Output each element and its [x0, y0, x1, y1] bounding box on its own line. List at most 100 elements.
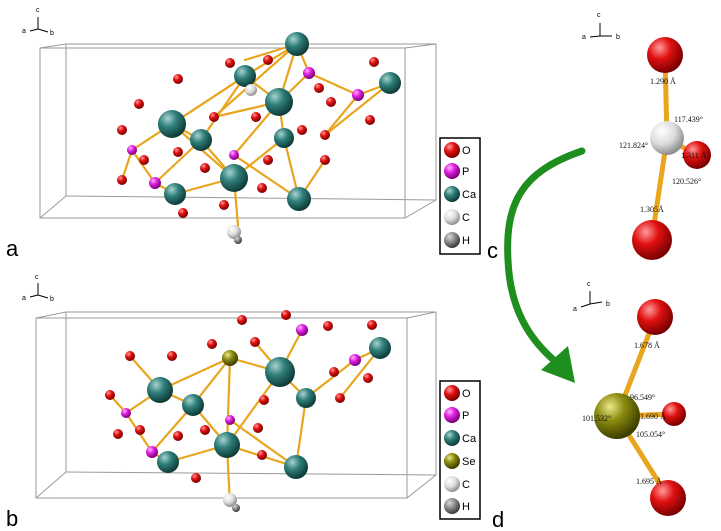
legend-hydrogen-icon: [444, 232, 460, 248]
unit-cell-box-b: [35, 311, 437, 499]
oxygen-atom: [369, 57, 379, 67]
calcium-atom: [285, 32, 309, 56]
oxygen-atom: [251, 112, 261, 122]
legend-hydrogen-icon: [444, 498, 460, 514]
axis-label-a: a: [22, 28, 26, 35]
axis-label-c: c: [35, 274, 39, 281]
calcium-atom: [369, 337, 391, 359]
hydrogen-atom: [232, 504, 240, 512]
oxygen-atom: [105, 390, 115, 400]
panel-d-selenite: c a b 1.678 Å 96.549° 101.532° 1.690 Å 1…: [492, 281, 686, 531]
phosphorus-atom: [349, 354, 361, 366]
bond-angle-label: 121.824°: [619, 141, 648, 150]
phosphorus-atom: [296, 324, 308, 336]
oxygen-atom: [117, 175, 127, 185]
legend-calcium-icon: [444, 430, 460, 446]
oxygen-atom: [191, 473, 201, 483]
axis-triad-d: c a b: [573, 281, 610, 313]
legend-a: O P Ca C H: [439, 137, 481, 255]
selenium-atom: [594, 393, 640, 439]
atoms-a: [117, 32, 401, 244]
carbon-atom: [245, 84, 257, 96]
axis-label-c: c: [36, 7, 40, 14]
legend-phosphorus-icon: [444, 407, 460, 423]
oxygen-atom: [134, 99, 144, 109]
phosphorus-atom: [225, 415, 235, 425]
legend-label: Ca: [462, 189, 477, 201]
axis-label-a: a: [22, 295, 26, 302]
oxygen-atom: [335, 393, 345, 403]
axis-triad-c: c a b: [582, 12, 620, 41]
oxygen-atom: [367, 320, 377, 330]
oxygen-atom: [257, 450, 267, 460]
bond-length-label: 1.678 Å: [634, 341, 660, 350]
calcium-atom: [284, 455, 308, 479]
bond-network-a: [120, 42, 392, 240]
legend-calcium-icon: [444, 186, 460, 202]
legend-label: P: [462, 166, 469, 178]
oxygen-atom: [365, 115, 375, 125]
calcium-atom: [379, 72, 401, 94]
bond-angle-label: 105.054°: [636, 430, 665, 439]
oxygen-atom: [113, 429, 123, 439]
oxygen-atom: [257, 183, 267, 193]
carbon-atom: [227, 225, 241, 239]
atoms-b: [105, 310, 391, 512]
axis-label-b: b: [606, 301, 610, 308]
bond-length-label: 1.695 Å: [636, 477, 662, 486]
legend-label: O: [462, 388, 471, 400]
bond-length-label: 1.305Å: [640, 205, 664, 214]
calcium-atom: [265, 88, 293, 116]
calcium-atom: [164, 183, 186, 205]
selenium-atom: [222, 350, 238, 366]
oxygen-atom: [173, 74, 183, 84]
legend-selenium-icon: [444, 453, 460, 469]
calcium-atom: [287, 187, 311, 211]
oxygen-atom: [237, 315, 247, 325]
oxygen-atom: [209, 112, 219, 122]
axis-label-c: c: [587, 281, 591, 288]
oxygen-atom: [326, 97, 336, 107]
legend-label: O: [462, 145, 471, 157]
calcium-atom: [182, 394, 204, 416]
bond-length-label: 1.690 Å: [640, 412, 666, 421]
bond-length-label: 1.311 Å: [681, 151, 707, 160]
calcium-atom: [265, 357, 295, 387]
carbon-atom: [223, 493, 237, 507]
axis-label-a: a: [573, 306, 577, 313]
oxygen-atom: [320, 130, 330, 140]
calcium-atom: [158, 110, 186, 138]
panel-letter-a: a: [6, 236, 19, 261]
axis-label-c: c: [597, 12, 601, 19]
axis-label-b: b: [50, 30, 54, 37]
unit-cell-box-a: [39, 43, 437, 219]
legend-label: Se: [462, 456, 475, 468]
oxygen-atom: [178, 208, 188, 218]
legend-label: Ca: [462, 433, 477, 445]
oxygen-atom: [637, 299, 673, 335]
phosphorus-atom: [121, 408, 131, 418]
axis-label-b: b: [50, 296, 54, 303]
oxygen-atom: [281, 310, 291, 320]
hydrogen-atom: [234, 236, 242, 244]
phosphorus-atom: [127, 145, 137, 155]
panel-c-carbonate: c a b 1.290 Å 117.439° 121.824° 1.311 Å …: [487, 12, 711, 263]
oxygen-atom: [253, 423, 263, 433]
legend-phosphorus-icon: [444, 163, 460, 179]
panel-a: c a b: [6, 7, 481, 261]
panel-b: c a b: [6, 274, 481, 531]
phosphorus-atom: [352, 89, 364, 101]
oxygen-atom: [647, 37, 683, 73]
oxygen-atom: [207, 339, 217, 349]
calcium-atom: [296, 388, 316, 408]
oxygen-atom: [329, 367, 339, 377]
phosphorus-atom: [149, 177, 161, 189]
oxygen-atom: [263, 155, 273, 165]
phosphorus-atom: [303, 67, 315, 79]
bond-angle-label: 120.526°: [672, 177, 701, 186]
oxygen-atom: [225, 58, 235, 68]
axis-triad-a: c a b: [22, 7, 54, 37]
legend-label: H: [462, 501, 470, 513]
calcium-atom: [147, 377, 173, 403]
oxygen-atom: [314, 83, 324, 93]
